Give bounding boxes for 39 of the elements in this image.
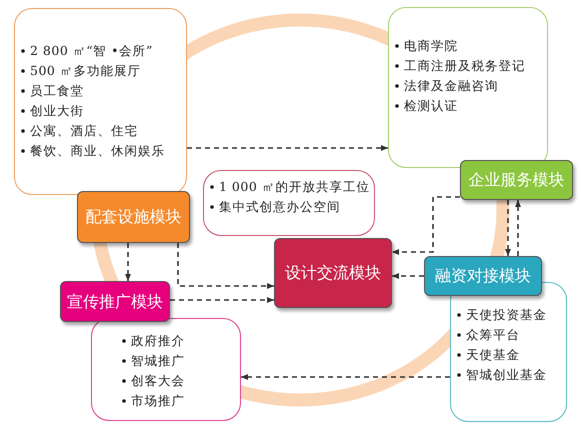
bullet-item: 公寓、酒店、住宅 bbox=[30, 122, 138, 140]
bullet-item: 1 000 ㎡的开放共享工位 bbox=[219, 178, 370, 196]
bullet-item: 电商学院 bbox=[404, 37, 458, 55]
bullet-item: 天使投资基金 bbox=[466, 306, 547, 324]
bullet-item: 餐饮、商业、休闲娱乐 bbox=[30, 142, 165, 160]
module-box: 设计交流模块 bbox=[274, 238, 392, 308]
bullet-item: 天使基金 bbox=[466, 346, 520, 364]
dashed-arrow bbox=[177, 243, 274, 289]
bullet-item: 法律及金融咨询 bbox=[404, 77, 498, 95]
bullet-item: 员工食堂 bbox=[30, 82, 84, 100]
dashed-arrow bbox=[515, 200, 521, 256]
bullet-item: 2 800 ㎡“智 •会所” bbox=[30, 42, 153, 60]
module-box: 宣传推广模块 bbox=[60, 281, 170, 322]
bullet-item: 500 ㎡多功能展厅 bbox=[30, 62, 141, 80]
bullet-item: 创业大街 bbox=[30, 102, 84, 120]
dashed-arrow bbox=[392, 273, 424, 279]
dashed-arrow bbox=[125, 243, 131, 281]
bullet-item: 政府推介 bbox=[131, 332, 185, 350]
list-card bbox=[388, 7, 548, 168]
bullet-item: 智城创业基金 bbox=[466, 366, 547, 384]
dashed-arrow bbox=[170, 297, 274, 303]
list-card bbox=[450, 282, 567, 422]
dashed-arrow bbox=[505, 200, 511, 256]
bullet-item: 市场推广 bbox=[131, 392, 185, 410]
dashed-arrow bbox=[241, 374, 450, 380]
dashed-arrow bbox=[187, 145, 388, 151]
bullet-item: 众筹平台 bbox=[466, 326, 520, 344]
bullet-item: 检测认证 bbox=[404, 97, 458, 115]
list-card bbox=[203, 170, 375, 236]
module-box: 融资对接模块 bbox=[424, 256, 542, 296]
bullet-item: 集中式创意办公空间 bbox=[219, 198, 340, 216]
bullet-item: 工商注册及税务登记 bbox=[404, 57, 526, 75]
list-card bbox=[14, 8, 187, 195]
list-card bbox=[91, 318, 241, 421]
bullet-item: 智城推广 bbox=[131, 352, 185, 370]
bullet-item: 创客大会 bbox=[131, 372, 185, 390]
module-box: 配套设施模块 bbox=[77, 191, 190, 243]
module-box: 企业服务模块 bbox=[460, 160, 573, 200]
dashed-arrow bbox=[392, 196, 460, 255]
